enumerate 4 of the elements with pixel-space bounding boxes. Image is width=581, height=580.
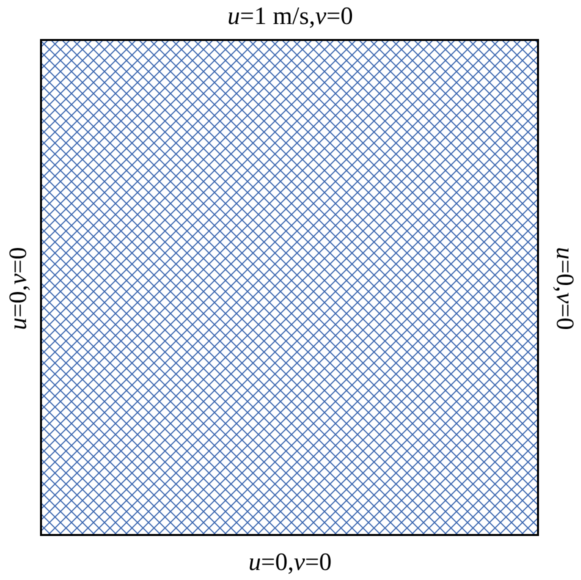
boundary-condition-label: u=0,v=0 — [6, 246, 31, 330]
boundary-condition-label: u=0,v=0 — [248, 550, 332, 574]
boundary-condition-label: u=1 m/s,v=0 — [228, 4, 353, 28]
boundary-condition-label: u=0,v=0 — [552, 246, 577, 330]
